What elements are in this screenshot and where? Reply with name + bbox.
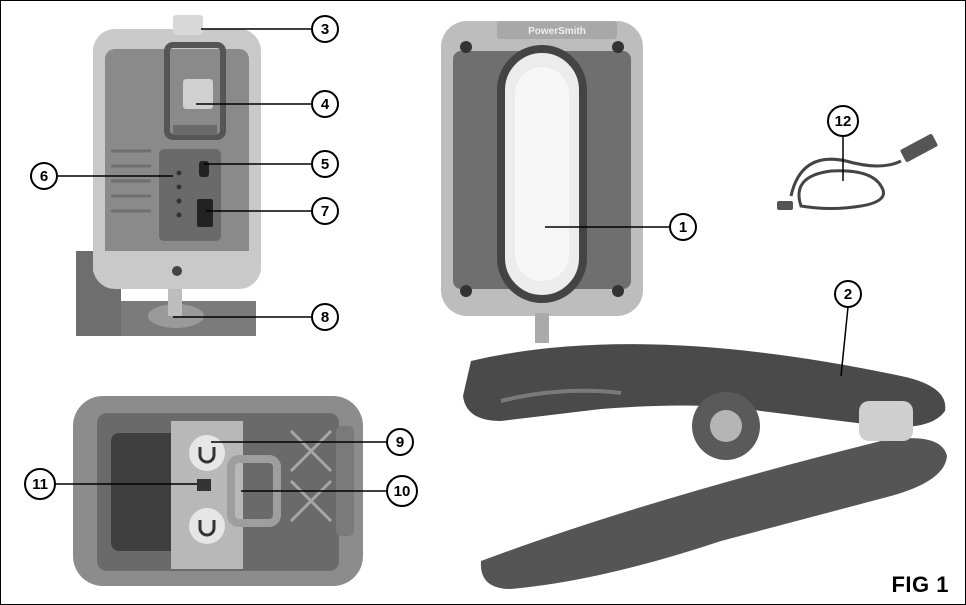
callout-2: 2 [834, 280, 862, 308]
callout-10: 10 [386, 475, 418, 507]
callout-6: 6 [30, 162, 58, 190]
svg-text:8: 8 [321, 309, 329, 326]
svg-text:11: 11 [32, 476, 48, 493]
svg-text:2: 2 [844, 286, 852, 303]
svg-text:1: 1 [679, 219, 687, 236]
svg-text:6: 6 [40, 168, 48, 185]
figure-label: FIG 1 [891, 572, 949, 597]
svg-text:5: 5 [321, 156, 329, 173]
svg-text:3: 3 [321, 21, 329, 38]
callout-12: 12 [827, 105, 859, 137]
svg-text:12: 12 [835, 113, 852, 130]
front-view-light: PowerSmith [441, 21, 643, 343]
leader-lines [56, 28, 849, 492]
callout-7: 7 [311, 197, 339, 225]
svg-text:9: 9 [396, 434, 404, 451]
callout-1: 1 [669, 213, 697, 241]
callout-5: 5 [311, 150, 339, 178]
svg-text:10: 10 [394, 483, 411, 500]
svg-text:7: 7 [321, 203, 329, 220]
clamp [463, 344, 947, 589]
callout-8: 8 [311, 303, 339, 331]
usb-cable [777, 134, 938, 210]
callout-4: 4 [311, 90, 339, 118]
callout-11: 11 [24, 468, 56, 500]
svg-text:4: 4 [321, 96, 330, 113]
callout-3: 3 [311, 15, 339, 43]
callout-9: 9 [386, 428, 414, 456]
brand-mark: PowerSmith [528, 26, 586, 37]
